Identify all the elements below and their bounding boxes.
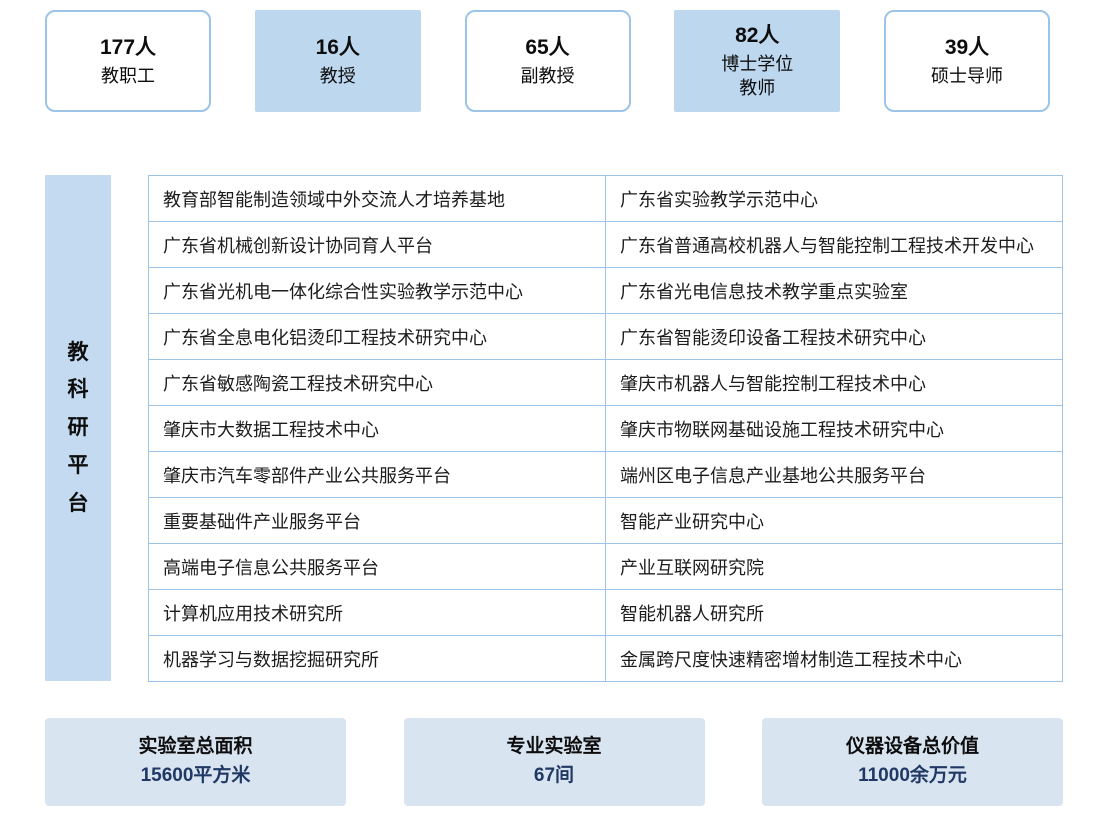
table-row: 肇庆市大数据工程技术中心 肇庆市物联网基础设施工程技术研究中心 [148,405,1063,452]
platform-table-wrap: 教育部智能制造领域中外交流人才培养基地 广东省实验教学示范中心 广东省机械创新设… [148,175,1063,682]
stat-label: 博士学位 教师 [721,53,794,99]
stat-card-phd-teachers: 82人 博士学位 教师 [674,10,841,112]
top-stats-row: 177人 教职工 16人 教授 65人 副教授 82人 博士学位 教师 39人 … [45,10,1050,112]
table-row: 机器学习与数据挖掘研究所 金属跨尺度快速精密增材制造工程技术中心 [148,635,1063,682]
stat-value: 15600平方米 [140,765,251,786]
platform-cell: 肇庆市机器人与智能控制工程技术中心 [605,359,1063,406]
table-row: 广东省敏感陶瓷工程技术研究中心 肇庆市机器人与智能控制工程技术中心 [148,359,1063,406]
platform-cell: 广东省光电信息技术教学重点实验室 [605,267,1063,314]
stat-label: 副教授 [520,66,575,87]
stat-value: 82人 [735,23,780,47]
platform-section: 教 科 研 平 台 教育部智能制造领域中外交流人才培养基地 广东省实验教学示范中… [45,175,1063,682]
platform-cell: 肇庆市汽车零部件产业公共服务平台 [148,451,606,498]
platform-cell: 广东省全息电化铝烫印工程技术研究中心 [148,313,606,360]
stat-card-associate-professors: 65人 副教授 [464,10,631,112]
platform-cell: 肇庆市大数据工程技术中心 [148,405,606,452]
table-row: 计算机应用技术研究所 智能机器人研究所 [148,589,1063,636]
stat-label: 仪器设备总价值 [845,736,979,758]
platform-cell: 机器学习与数据挖掘研究所 [148,635,606,682]
table-row: 重要基础件产业服务平台 智能产业研究中心 [148,497,1063,544]
platform-cell: 广东省普通高校机器人与智能控制工程技术开发中心 [605,221,1063,268]
platform-cell: 教育部智能制造领域中外交流人才培养基地 [148,175,606,222]
bottom-stats-row: 实验室总面积 15600平方米 专业实验室 67间 仪器设备总价值 11000余… [45,718,1063,806]
stat-card-staff: 177人 教职工 [45,10,211,112]
stat-value: 39人 [944,35,990,59]
platform-side-label: 教 科 研 平 台 [45,175,111,681]
stat-value: 11000余万元 [858,765,967,786]
stat-value: 65人 [525,35,570,59]
stat-card-professors: 16人 教授 [254,10,421,112]
stat-label: 硕士导师 [931,66,1003,87]
table-row: 教育部智能制造领域中外交流人才培养基地 广东省实验教学示范中心 [148,175,1063,222]
table-row: 广东省全息电化铝烫印工程技术研究中心 广东省智能烫印设备工程技术研究中心 [148,313,1063,360]
platform-table: 教育部智能制造领域中外交流人才培养基地 广东省实验教学示范中心 广东省机械创新设… [148,175,1063,682]
stat-card-lab-count: 专业实验室 67间 [403,718,705,806]
platform-cell: 智能产业研究中心 [605,497,1063,544]
stat-value: 16人 [315,35,360,59]
platform-cell: 广东省光机电一体化综合性实验教学示范中心 [148,267,606,314]
platform-cell: 重要基础件产业服务平台 [148,497,606,544]
stat-value: 67间 [533,765,575,786]
table-row: 高端电子信息公共服务平台 产业互联网研究院 [148,543,1063,590]
platform-cell: 智能机器人研究所 [605,589,1063,636]
stat-card-equipment-value: 仪器设备总价值 11000余万元 [762,718,1063,806]
stat-value: 177人 [99,35,157,59]
stat-label: 教授 [319,66,356,87]
table-row: 广东省机械创新设计协同育人平台 广东省普通高校机器人与智能控制工程技术开发中心 [148,221,1063,268]
platform-cell: 广东省智能烫印设备工程技术研究中心 [605,313,1063,360]
platform-cell: 计算机应用技术研究所 [148,589,606,636]
platform-cell: 广东省机械创新设计协同育人平台 [148,221,606,268]
table-row: 广东省光机电一体化综合性实验教学示范中心 广东省光电信息技术教学重点实验室 [148,267,1063,314]
stat-label: 专业实验室 [506,736,602,758]
stat-label: 教职工 [101,66,155,87]
platform-cell: 端州区电子信息产业基地公共服务平台 [605,451,1063,498]
stat-label: 实验室总面积 [138,736,253,758]
platform-cell: 金属跨尺度快速精密增材制造工程技术中心 [605,635,1063,682]
platform-cell: 高端电子信息公共服务平台 [148,543,606,590]
stat-card-master-supervisors: 39人 硕士导师 [884,10,1050,112]
platform-cell: 肇庆市物联网基础设施工程技术研究中心 [605,405,1063,452]
platform-cell: 广东省敏感陶瓷工程技术研究中心 [148,359,606,406]
platform-cell: 产业互联网研究院 [605,543,1063,590]
stat-card-lab-area: 实验室总面积 15600平方米 [45,718,346,806]
table-row: 肇庆市汽车零部件产业公共服务平台 端州区电子信息产业基地公共服务平台 [148,451,1063,498]
platform-cell: 广东省实验教学示范中心 [605,175,1063,222]
